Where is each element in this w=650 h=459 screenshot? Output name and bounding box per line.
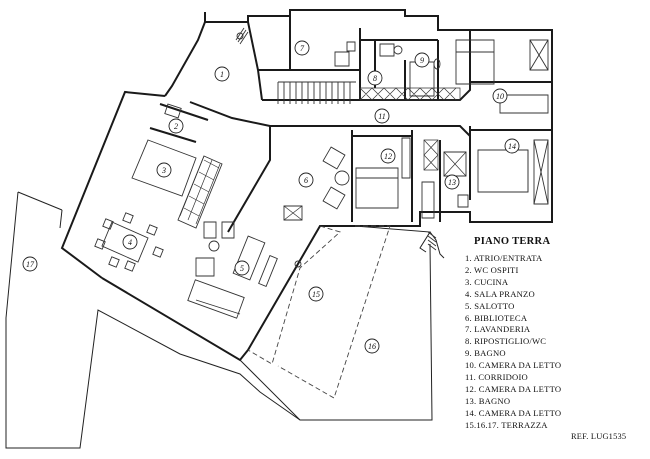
room-labels: 1 2 3 4 5 6 7 8 9 10 11 12 13 14 15 16 1… (23, 41, 519, 353)
dining-furniture (95, 213, 163, 271)
room-label-16: 16 (365, 339, 379, 353)
room-label-5: 5 (235, 261, 249, 275)
kitchen-area (132, 104, 222, 228)
room-label-4: 4 (123, 235, 137, 249)
legend-item: 1. ATRIO/ENTRATA (465, 253, 543, 263)
right-rooms (352, 126, 552, 222)
library-furniture (284, 147, 349, 220)
reference-code: REF. LUG1535 (571, 432, 627, 441)
svg-text:15: 15 (312, 290, 320, 299)
legend-item: 6. BIBLIOTECA (465, 312, 528, 323)
svg-text:6: 6 (304, 176, 308, 185)
svg-text:11: 11 (378, 112, 385, 121)
legend-item: 9. BAGNO (465, 348, 506, 359)
room-label-7: 7 (295, 41, 309, 55)
legend-item: 8. RIPOSTIGLIO/WC (465, 336, 547, 347)
legend-item: 2. WC OSPITI (465, 264, 519, 275)
legend-item: 13. BAGNO (465, 395, 511, 406)
room-label-6: 6 (299, 173, 313, 187)
svg-text:16: 16 (368, 342, 376, 351)
room-label-8: 8 (368, 71, 382, 85)
room-label-12: 12 (381, 149, 395, 163)
svg-text:9: 9 (420, 56, 424, 65)
living-furniture (188, 222, 301, 318)
entrance-marker (236, 28, 248, 44)
svg-text:7: 7 (300, 44, 305, 53)
room-label-3: 3 (157, 163, 171, 177)
room-label-13: 13 (445, 175, 459, 189)
svg-text:1: 1 (220, 70, 224, 79)
room-label-11: 11 (375, 109, 389, 123)
room-label-14: 14 (505, 139, 519, 153)
legend-item: 4. SALA PRANZO (465, 288, 535, 299)
svg-text:10: 10 (496, 92, 504, 101)
svg-text:14: 14 (508, 142, 516, 151)
legend-item: 5. SALOTTO (465, 300, 515, 311)
svg-text:4: 4 (128, 238, 132, 247)
svg-text:5: 5 (240, 264, 244, 273)
svg-text:8: 8 (373, 74, 377, 83)
svg-text:3: 3 (161, 166, 166, 175)
room-label-9: 9 (415, 53, 429, 67)
svg-text:12: 12 (384, 152, 392, 161)
room-label-15: 15 (309, 287, 323, 301)
legend-item: 15.16.17. TERRAZZA (465, 419, 548, 430)
room-label-2: 2 (169, 119, 183, 133)
legend: PIANO TERRA 1. ATRIO/ENTRATA 2. WC OSPIT… (465, 236, 645, 432)
svg-text:17: 17 (26, 260, 35, 269)
legend-item: 7. LAVANDERIA (465, 324, 531, 335)
room-label-1: 1 (215, 67, 229, 81)
legend-item: 11. CORRIDOIO (465, 372, 528, 383)
legend-list: 1. ATRIO/ENTRATA 2. WC OSPITI 3. CUCINA … (465, 253, 645, 432)
svg-text:2: 2 (174, 122, 178, 131)
legend-item: 12. CAMERA DA LETTO (465, 383, 562, 394)
upper-rooms (258, 16, 552, 113)
svg-text:13: 13 (448, 178, 456, 187)
legend-item: 14. CAMERA DA LETTO (465, 407, 562, 418)
room-label-10: 10 (493, 89, 507, 103)
room-label-17: 17 (23, 257, 37, 271)
legend-item: 3. CUCINA (465, 276, 509, 287)
legend-title: PIANO TERRA (474, 236, 551, 247)
terraces (6, 192, 444, 448)
legend-item: 10. CAMERA DA LETTO (465, 360, 562, 371)
